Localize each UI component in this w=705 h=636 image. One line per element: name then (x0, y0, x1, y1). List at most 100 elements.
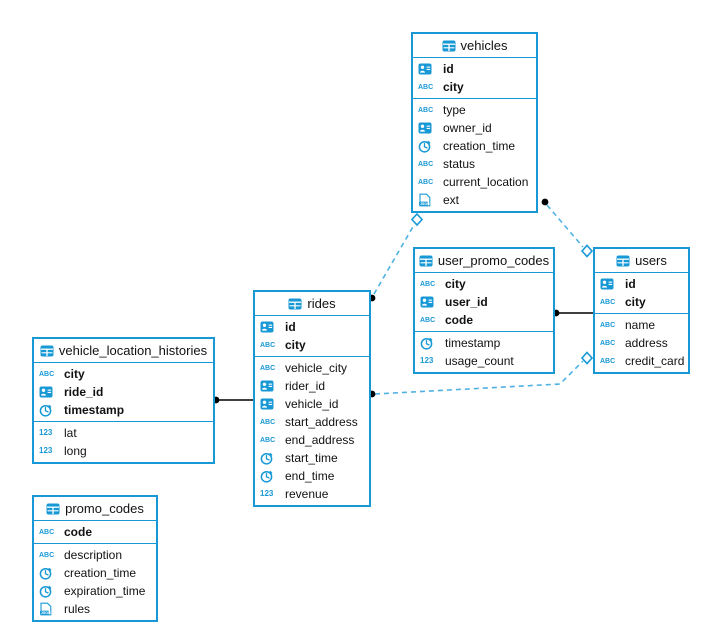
column-name: revenue (285, 487, 329, 501)
table-title: promo_codes (65, 501, 144, 516)
column-name: end_time (285, 469, 335, 483)
column-row: vehicle_id (255, 395, 369, 413)
num-icon: 123 (260, 489, 274, 498)
column-name: status (443, 157, 476, 171)
id-badge-icon (418, 121, 438, 135)
table-title: vehicle_location_histories (58, 343, 208, 358)
table-header[interactable]: rides (255, 292, 369, 316)
column-name: city (285, 338, 306, 352)
abc-icon: ABC (39, 528, 55, 536)
relation-vehicle_location_histories-rides (212, 396, 254, 404)
abc-icon: ABC (420, 280, 436, 288)
column-name: current_location (443, 175, 529, 189)
id-badge-icon (260, 320, 280, 334)
json-icon: JSON (418, 193, 438, 207)
column-name: city (443, 80, 464, 94)
clock-icon (418, 139, 438, 153)
num-icon: 123 (420, 356, 434, 365)
column-name: expiration_time (64, 584, 146, 598)
abc-icon: ABC (418, 178, 434, 186)
column-name: start_time (285, 451, 338, 465)
abc-icon: ABC (418, 106, 434, 114)
table-header[interactable]: vehicle_location_histories (34, 339, 213, 363)
relation-user_promo_codes-users (552, 309, 594, 317)
id-badge-icon (260, 379, 280, 393)
table-icon (442, 39, 456, 53)
column-name: code (445, 313, 474, 327)
column-name: code (64, 525, 93, 539)
clock-icon (39, 584, 59, 598)
table-title: vehicles (460, 38, 508, 53)
column-name: credit_card (625, 354, 685, 368)
id-badge-icon (600, 277, 620, 291)
column-name: usage_count (445, 354, 514, 368)
abc-icon: ABC (39, 551, 55, 559)
num-icon: 123 (39, 446, 53, 455)
json-icon: JSON (39, 602, 59, 616)
column-name: vehicle_city (285, 361, 348, 375)
table-icon (419, 254, 433, 268)
column-row: start_time (255, 449, 369, 467)
column-name: creation_time (443, 139, 516, 153)
column-name: name (625, 318, 656, 332)
column-row: ABC current_location (413, 173, 536, 191)
column-row: ABC city (413, 78, 536, 96)
clock-icon (39, 566, 59, 580)
column-name: type (443, 103, 466, 117)
column-name: id (625, 277, 636, 291)
column-name: description (64, 548, 123, 562)
table-header[interactable]: vehicles (413, 34, 536, 58)
column-row: user_id (415, 293, 553, 311)
svg-text:JSON: JSON (41, 611, 51, 615)
column-name: vehicle_id (285, 397, 339, 411)
table-icon (40, 344, 54, 358)
table-icon (46, 502, 60, 516)
column-name: ride_id (64, 385, 104, 399)
table-icon (616, 254, 630, 268)
table-icon (288, 297, 302, 311)
table-header[interactable]: promo_codes (34, 497, 156, 521)
abc-icon: ABC (260, 418, 276, 426)
clock-icon (260, 451, 280, 465)
abc-icon: ABC (39, 370, 55, 378)
abc-icon: ABC (418, 83, 434, 91)
column-name: id (285, 320, 296, 334)
column-row: creation_time (34, 564, 156, 582)
clock-icon (39, 403, 59, 417)
key-columns-section: ABC code (34, 521, 156, 543)
abc-icon: ABC (600, 298, 616, 306)
clock-icon (420, 336, 440, 350)
table-title: rides (307, 296, 336, 311)
column-row: 123 usage_count (415, 352, 553, 370)
column-name: address (625, 336, 668, 350)
table-header[interactable]: user_promo_codes (415, 249, 553, 273)
column-row: timestamp (34, 401, 213, 419)
column-name: timestamp (64, 403, 125, 417)
table-header[interactable]: users (595, 249, 688, 273)
id-badge-icon (418, 62, 438, 76)
